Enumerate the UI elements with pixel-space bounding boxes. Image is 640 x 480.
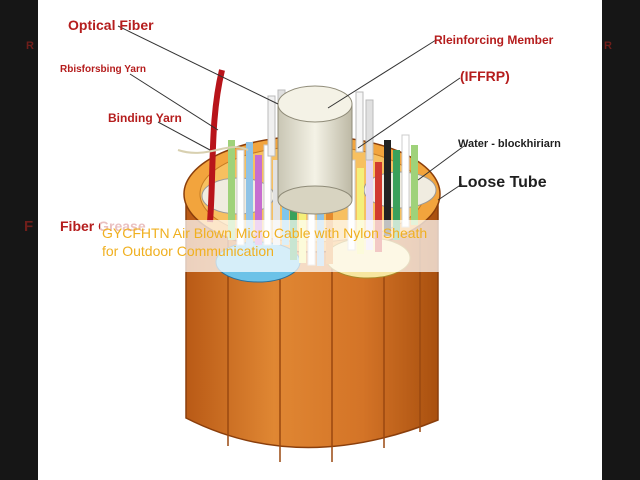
red-reinforcing-yarn — [207, 69, 225, 223]
label-optical-fiber: Optical Fiber — [68, 17, 154, 33]
label-iffrp: (IFFRP) — [460, 68, 510, 84]
background-label-left-mid: F — [24, 218, 34, 235]
label-loose-tube: Loose Tube — [458, 174, 547, 191]
binding-yarn-strand — [177, 146, 249, 154]
background-label-right-top: R — [604, 40, 612, 52]
central-strength-member — [277, 85, 353, 215]
background-left-edge — [0, 0, 38, 480]
background-right-edge — [602, 0, 640, 480]
label-reinforcing-yarn: Rbisforsbing Yarn — [60, 64, 146, 75]
leader-lines — [117, 25, 465, 201]
label-reinforcing-member: Rleinforcing Member — [434, 33, 554, 47]
label-binding-yarn: Binding Yarn — [108, 111, 182, 125]
background-label-left-top: R — [26, 40, 34, 52]
label-water-block: Water - blockhiriarn — [458, 138, 561, 150]
cable-diagram-panel: Optical Fiber Rbisforsbing Yarn Binding … — [38, 0, 602, 480]
caption-overlay: GYCFHTN Air Blown Micro Cable with Nylon… — [100, 220, 446, 272]
